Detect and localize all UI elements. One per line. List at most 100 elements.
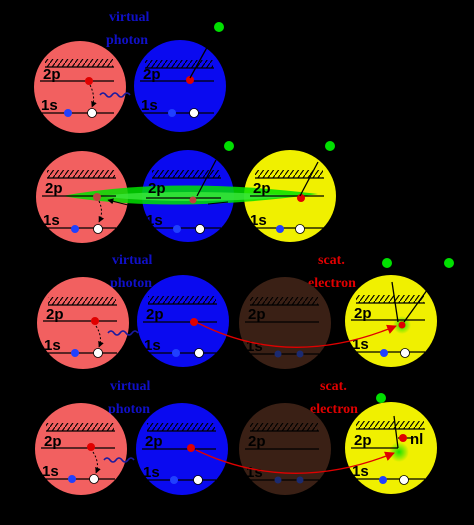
continuum-hatch [356,295,424,303]
scat-label: scat. [318,253,345,268]
atom-blue [134,40,226,132]
atom-red [37,277,129,369]
level-1s-label: 1s [43,212,60,229]
electron-blue [380,349,388,357]
level-1s-label: 1s [146,212,163,229]
electron-red [186,76,194,84]
continuum-hatch [48,297,116,305]
electron-blue [71,349,79,357]
decay-arrow [92,451,101,474]
electron-red [398,321,406,329]
level-2p-label: 2p [248,306,266,323]
hole-white [93,348,103,358]
continuum-hatch [255,170,323,178]
electron-red [189,196,197,204]
electron-blue [274,476,282,484]
virtual-label: virtual [109,10,150,25]
level-1s-label: 1s [352,336,369,353]
hole-white [194,348,204,358]
electron-red [91,317,99,325]
continuum-hatch [148,296,216,304]
electron-red [187,444,195,452]
level-1s-label: 1s [42,463,59,480]
electron-blue [276,225,284,233]
ejection-track [391,281,399,323]
level-2p-label: 2p [44,433,62,450]
electron-label: electron [310,402,358,417]
row-1: 2p 1s 2p 1s virtual photon [34,10,226,133]
level-2p-label: 2p [43,66,61,83]
green-glow [389,442,409,462]
electron-label: electron [308,276,356,291]
electron-blue [379,476,387,484]
ejection-track [299,161,319,197]
continuum-hatch [250,297,318,305]
level-1s-label: 1s [44,337,61,354]
level-2p-label: 2p [145,433,163,450]
level-2p-label: 2p [45,180,63,197]
continuum-hatch [356,421,424,429]
virtual-photon-wave [99,92,131,98]
green-particle [444,258,454,268]
level-1s-label: 1s [144,337,161,354]
green-particle [376,393,386,403]
electron-blue [71,225,79,233]
electron-red [399,434,407,442]
electron-red [190,318,198,326]
hole-white [195,224,205,234]
continuum-hatch [47,170,115,178]
green-particle [224,141,234,151]
decay-arrow [89,84,97,108]
continuum-hatch [152,170,220,178]
ejection-track [393,415,399,449]
electron-blue [296,476,304,484]
level-2p-label: 2p [143,66,161,83]
row-3: virtual photon scat. electron 2p 1s 2p 1… [37,253,454,369]
level-1s-label: 1s [246,338,263,355]
electron-blue [68,475,76,483]
electron-blue [173,225,181,233]
virtual-photon-wave [107,330,139,336]
continuum-hatch [250,423,318,431]
virtual-photon-wave [103,457,135,463]
scattered-electron-path [195,449,395,474]
electron-red [85,77,93,85]
electron-red [297,194,305,202]
hole-white [93,224,103,234]
decay-arrow [98,200,105,223]
level-2p-label: 2p [354,432,372,449]
electron-blue [296,350,304,358]
hole-white [399,475,409,485]
hole-white [89,474,99,484]
photon-label: photon [106,33,148,48]
virtual-label: virtual [110,379,151,394]
photon-label: photon [108,402,150,417]
level-1s-label: 1s [143,464,160,481]
green-particle [325,141,335,151]
ejection-track [403,274,439,323]
level-2p-label: 2p [253,180,271,197]
scattered-electron-path [197,322,397,348]
level-2p-label: 2p [46,306,64,323]
electron-red [93,193,101,201]
atom-brown [239,277,331,369]
hole-white [295,224,305,234]
hole-white [193,475,203,485]
electron-blue [170,476,178,484]
atom-red [34,41,126,133]
level-2p-label: 2p [248,433,266,450]
electron-blue [64,109,72,117]
photon-label: photon [110,276,152,291]
electron-blue [274,350,282,358]
hole-white [189,108,199,118]
ejection-track [189,41,211,79]
hole-white [87,108,97,118]
ejection-track [196,159,217,197]
level-1s-label: 1s [41,97,58,114]
level-2p-label: 2p [354,305,372,322]
virtual-label: virtual [112,253,153,268]
level-1s-label: 1s [141,97,158,114]
level-1s-label: 1s [246,464,263,481]
continuum-hatch [46,423,114,431]
scat-label: scat. [320,379,347,394]
